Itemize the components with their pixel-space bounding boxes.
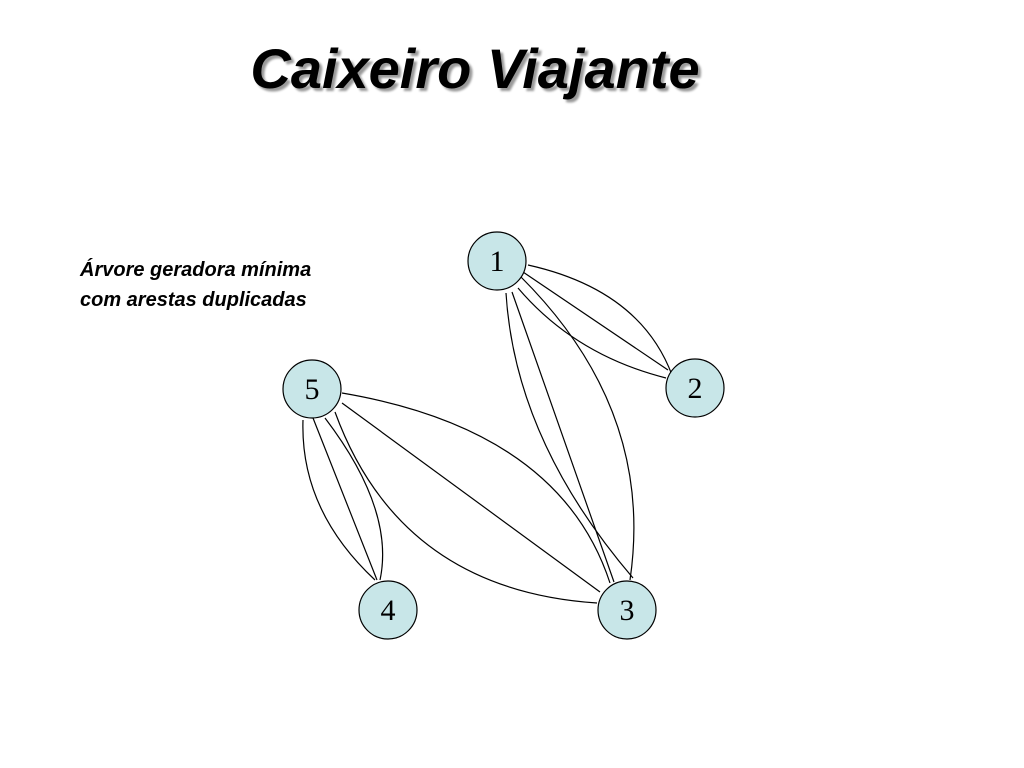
edge-5-3-a — [341, 392, 611, 584]
node-3-label: 3 — [620, 594, 635, 627]
edge-1-3-a — [505, 292, 634, 579]
edge-5-3-c — [334, 411, 598, 604]
edge-1-3-c — [519, 275, 635, 581]
node-2-label: 2 — [688, 372, 703, 405]
nodes: 1 2 3 4 5 — [282, 231, 725, 640]
node-1-label: 1 — [490, 245, 505, 278]
edge-5-4-b — [312, 417, 378, 581]
edge-1-3-b — [511, 291, 615, 583]
caption: Árvore geradora mínima com arestas dupli… — [80, 255, 311, 315]
slide-title: Caixeiro Viajante — [250, 37, 700, 100]
node-2: 2 — [665, 358, 725, 418]
node-4-label: 4 — [381, 594, 396, 627]
node-3: 3 — [597, 580, 657, 640]
edge-1-2-c — [517, 287, 667, 379]
edge-5-4-a — [302, 419, 376, 581]
caption-line-2: com arestas duplicadas — [80, 289, 307, 311]
edges — [302, 264, 673, 604]
node-5-label: 5 — [305, 373, 320, 406]
edge-5-4-c — [324, 417, 384, 581]
edge-1-2-b — [522, 271, 669, 371]
node-4: 4 — [358, 580, 418, 640]
node-1: 1 — [467, 231, 527, 291]
caption-line-1: Árvore geradora mínima — [80, 259, 312, 281]
edge-1-2-a — [527, 264, 673, 376]
edge-5-3-b — [341, 402, 601, 593]
node-5: 5 — [282, 359, 342, 419]
